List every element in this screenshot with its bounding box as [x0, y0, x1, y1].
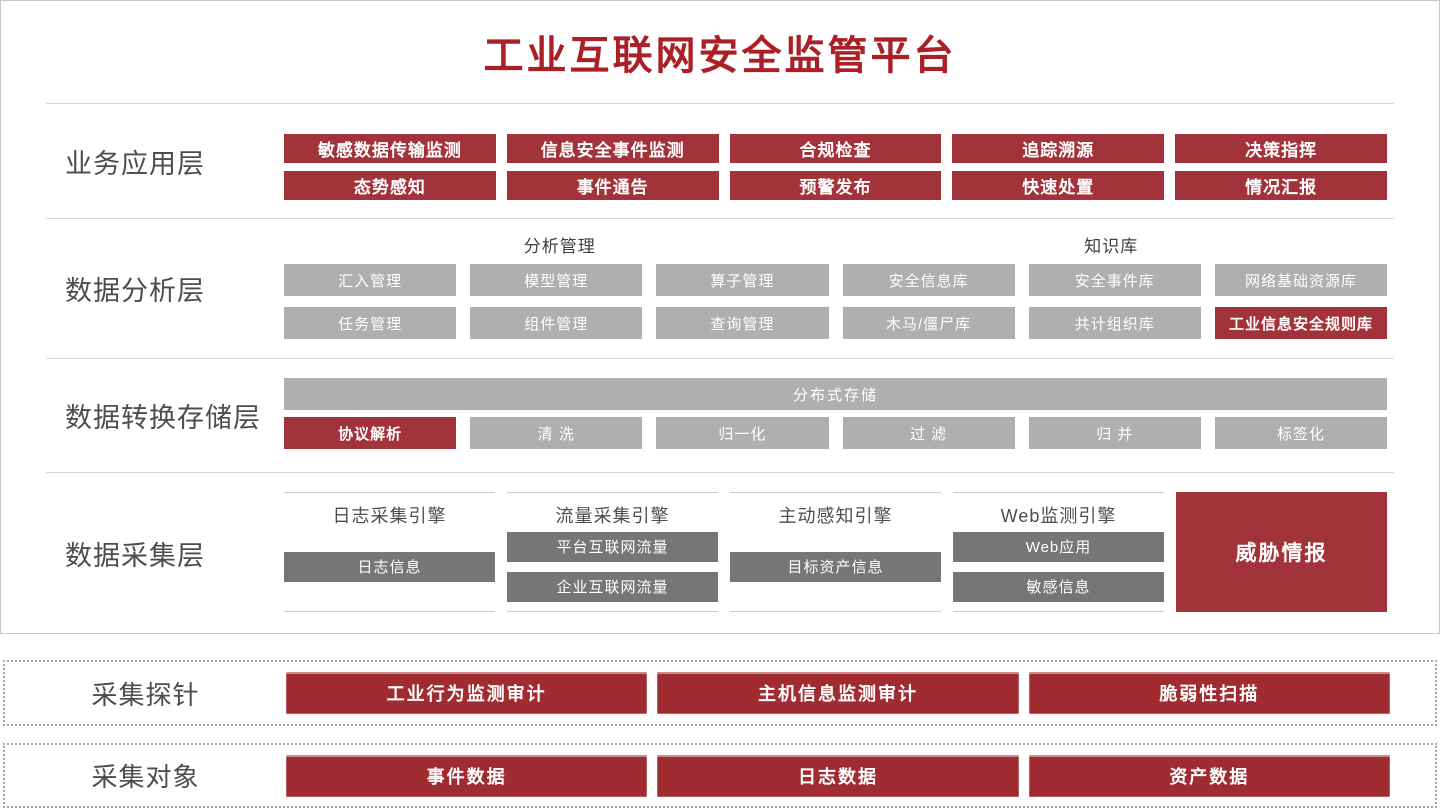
- analysis-box: 木马/僵尸库: [842, 307, 1015, 339]
- layer-label-storage: 数据转换存储层: [1, 359, 284, 472]
- section-collection-object: 采集对象 事件数据 日志数据 资产数据: [3, 743, 1437, 808]
- platform-architecture-panel: 工业互联网安全监管平台 业务应用层 敏感数据传输监测 信息安全事件监测 合规检查…: [0, 0, 1440, 634]
- storage-box: 过 滤: [842, 417, 1015, 449]
- business-row-1: 敏感数据传输监测 信息安全事件监测 合规检查 追踪溯源 决策指挥: [284, 134, 1387, 163]
- divider: [46, 472, 1394, 473]
- layer-label-text: 数据转换存储层: [65, 403, 261, 433]
- object-content: 事件数据 日志数据 资产数据: [286, 754, 1390, 797]
- layer-transform-storage: 数据转换存储层 分布式存储 协议解析 清 洗 归一化 过 滤 归 并 标签化: [1, 359, 1439, 472]
- engine-boxes: 日志信息: [284, 526, 495, 611]
- collection-box: Web应用: [953, 531, 1164, 562]
- section-label-probe: 采集探针: [91, 679, 200, 710]
- layer-data-collection: 数据采集层 日志采集引擎 日志信息 流量采集引擎 平台互联网流量 企业互联网流量: [1, 473, 1439, 633]
- analysis-box: 组件管理: [470, 307, 643, 339]
- app-box: 事件通告: [506, 171, 719, 200]
- app-box: 快速处置: [952, 171, 1165, 200]
- layer-label-analysis: 数据分析层: [1, 219, 284, 358]
- storage-box: 标签化: [1214, 417, 1388, 449]
- object-box: 事件数据: [286, 754, 648, 797]
- engine-group-traffic: 流量采集引擎 平台互联网流量 企业互联网流量: [507, 492, 718, 612]
- engine-name: 日志采集引擎: [332, 506, 447, 526]
- layer-data-analysis: 数据分析层 分析管理 知识库 汇入管理 模型管理 算子管理 安全信息库 安全事件…: [1, 219, 1439, 358]
- collection-content: 日志采集引擎 日志信息 流量采集引擎 平台互联网流量 企业互联网流量 主动感知引…: [284, 473, 1387, 633]
- business-content: 敏感数据传输监测 信息安全事件监测 合规检查 追踪溯源 决策指挥 态势感知 事件…: [284, 104, 1387, 218]
- collection-box: 敏感信息: [953, 571, 1164, 602]
- analysis-box: 算子管理: [656, 264, 829, 296]
- collection-box: 目标资产信息: [730, 551, 941, 582]
- divider: [46, 358, 1394, 359]
- object-box: 日志数据: [657, 754, 1019, 797]
- layer-label-business: 业务应用层: [1, 104, 284, 218]
- app-box: 合规检查: [729, 134, 942, 163]
- page-title: 工业互联网安全监管平台: [483, 34, 957, 78]
- layer-label-collection: 数据采集层: [1, 473, 284, 633]
- storage-box: 归一化: [656, 417, 829, 449]
- analysis-group-headers: 分析管理 知识库: [284, 232, 1387, 256]
- analysis-box: 共计组织库: [1028, 307, 1201, 339]
- analysis-box: 任务管理: [284, 307, 457, 339]
- engine-name: 主动感知引擎: [778, 506, 893, 526]
- probe-content: 工业行为监测审计 主机信息监测审计 脆弱性扫描: [286, 672, 1390, 714]
- title-area: 工业互联网安全监管平台: [1, 1, 1439, 103]
- app-box: 信息安全事件监测: [506, 134, 719, 163]
- storage-box: 归 并: [1028, 417, 1201, 449]
- analysis-box: 汇入管理: [284, 264, 457, 296]
- analysis-content: 分析管理 知识库 汇入管理 模型管理 算子管理 安全信息库 安全事件库 网络基础…: [284, 219, 1388, 358]
- app-box: 预警发布: [729, 171, 942, 200]
- engine-group-log: 日志采集引擎 日志信息: [284, 492, 495, 612]
- analysis-box: 查询管理: [656, 307, 829, 339]
- engine-name: 流量采集引擎: [555, 506, 670, 526]
- layer-label-text: 数据分析层: [65, 276, 205, 306]
- distributed-storage-bar: 分布式存储: [284, 378, 1387, 410]
- storage-row: 协议解析 清 洗 归一化 过 滤 归 并 标签化: [284, 417, 1388, 449]
- storage-content: 分布式存储 协议解析 清 洗 归一化 过 滤 归 并 标签化: [284, 359, 1388, 472]
- threat-intelligence-box: 威胁情报: [1176, 492, 1387, 612]
- analysis-box: 模型管理: [470, 264, 643, 296]
- object-box: 资产数据: [1028, 754, 1390, 797]
- probe-box: 脆弱性扫描: [1028, 672, 1390, 714]
- section-label-object: 采集对象: [91, 762, 200, 792]
- analysis-row-2: 任务管理 组件管理 查询管理 木马/僵尸库 共计组织库 工业信息安全规则库: [284, 307, 1388, 339]
- collection-box: 平台互联网流量: [507, 531, 718, 562]
- probe-box: 主机信息监测审计: [657, 672, 1019, 714]
- layer-label-text: 数据采集层: [65, 540, 205, 571]
- app-box: 敏感数据传输监测: [284, 134, 496, 163]
- probe-box: 工业行为监测审计: [286, 672, 648, 714]
- storage-box: 清 洗: [470, 417, 643, 449]
- business-row-2: 态势感知 事件通告 预警发布 快速处置 情况汇报: [284, 171, 1387, 200]
- engine-boxes: 平台互联网流量 企业互联网流量: [507, 526, 718, 611]
- engine-boxes: 目标资产信息: [730, 526, 941, 611]
- engine-group-active-sense: 主动感知引擎 目标资产信息: [730, 492, 941, 612]
- analysis-row-1: 汇入管理 模型管理 算子管理 安全信息库 安全事件库 网络基础资源库: [284, 264, 1388, 296]
- engine-boxes: Web应用 敏感信息: [953, 526, 1164, 611]
- engine-group-web-monitor: Web监测引擎 Web应用 敏感信息: [953, 492, 1164, 612]
- group-header-analysis-management: 分析管理: [523, 237, 596, 256]
- analysis-box: 安全信息库: [842, 264, 1015, 296]
- analysis-box-industrial-rules: 工业信息安全规则库: [1214, 307, 1388, 339]
- collection-box: 企业互联网流量: [507, 571, 718, 602]
- app-box: 决策指挥: [1175, 134, 1387, 163]
- app-box: 情况汇报: [1175, 171, 1387, 200]
- engine-name: Web监测引擎: [1000, 506, 1117, 526]
- group-header-knowledge-base: 知识库: [1084, 237, 1139, 256]
- layer-business-application: 业务应用层 敏感数据传输监测 信息安全事件监测 合规检查 追踪溯源 决策指挥 态…: [1, 104, 1439, 218]
- analysis-box: 安全事件库: [1028, 264, 1201, 296]
- app-box: 态势感知: [284, 171, 496, 200]
- section-collection-probe: 采集探针 工业行为监测审计 主机信息监测审计 脆弱性扫描: [3, 660, 1437, 726]
- storage-box-protocol-parse: 协议解析: [284, 417, 457, 449]
- collection-box: 日志信息: [284, 551, 495, 582]
- analysis-box: 网络基础资源库: [1214, 264, 1388, 296]
- layer-label-text: 业务应用层: [65, 148, 205, 179]
- divider: [46, 218, 1394, 219]
- app-box: 追踪溯源: [952, 134, 1165, 163]
- divider: [46, 103, 1394, 104]
